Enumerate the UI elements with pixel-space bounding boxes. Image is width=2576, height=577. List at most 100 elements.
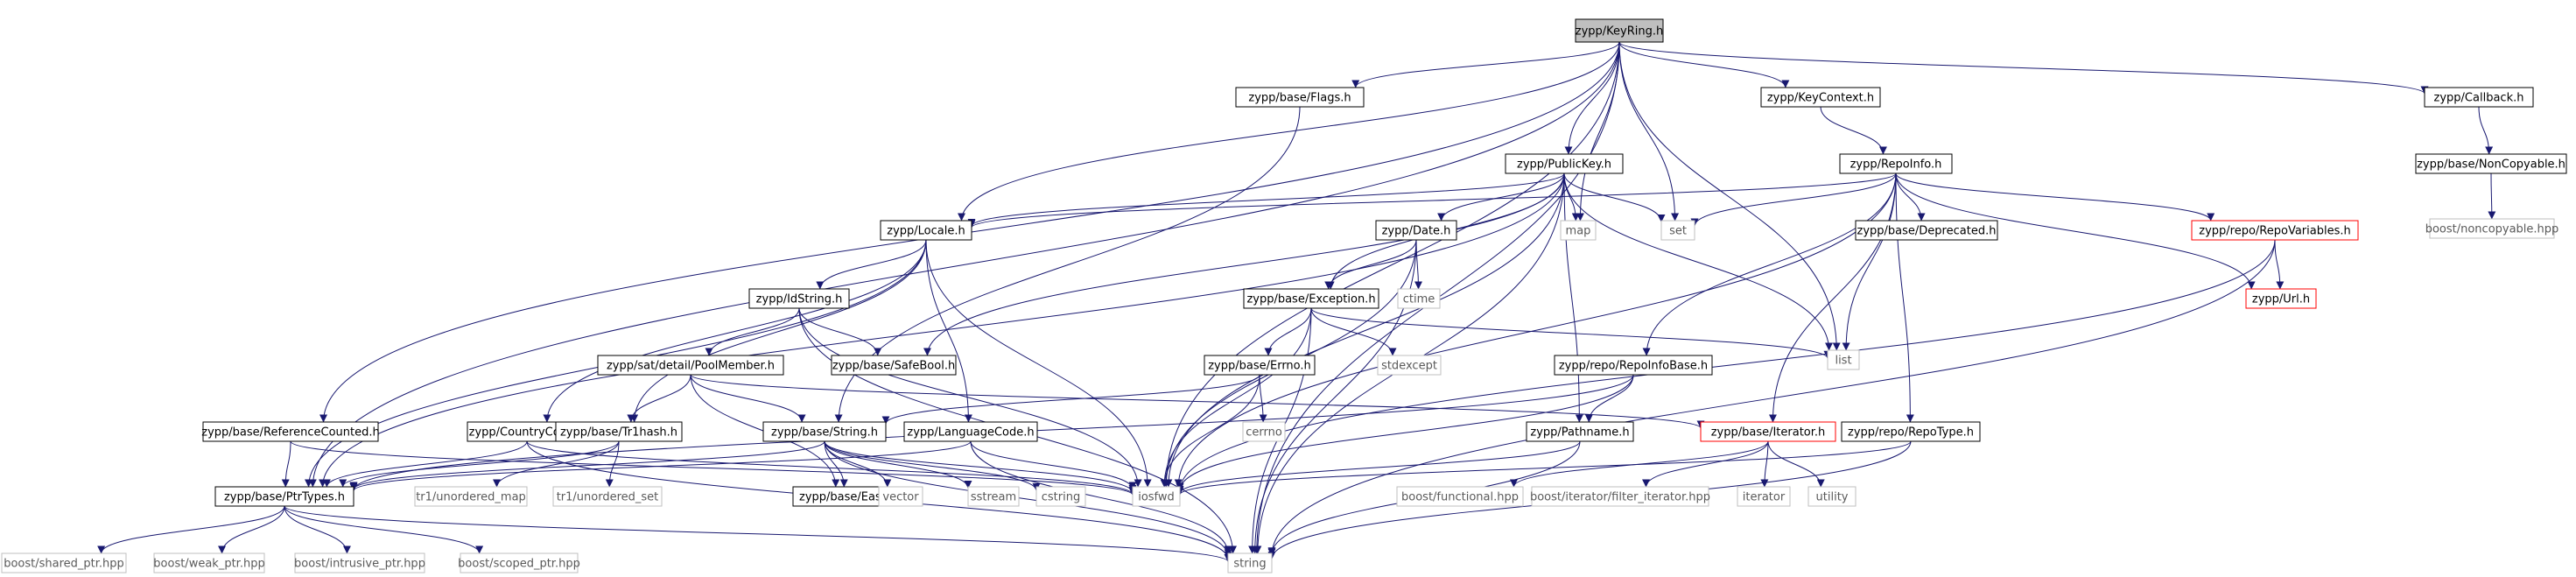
node-string_h-box — [762, 421, 887, 442]
node-keycontext[interactable]: zypp/KeyContext.h — [1760, 87, 1881, 108]
edge-repoinfo-to-locale — [967, 172, 1897, 229]
node-iterator-label: iterator — [1743, 491, 1786, 504]
node-errno[interactable]: zypp/base/Errno.h — [1204, 355, 1316, 376]
edge-publickey-to-safebool — [923, 172, 1565, 356]
node-set-label: set — [1669, 225, 1687, 238]
edge-pathname-to-iosfwd — [1176, 440, 1581, 494]
node-repoinfobase-box — [1554, 355, 1713, 376]
edge-publickey-to-date — [1437, 172, 1565, 222]
node-exception-label: zypp/base/Exception.h — [1246, 293, 1375, 306]
node-safebool-box — [831, 355, 957, 376]
edge-idstring-to-poolmember — [705, 307, 800, 356]
node-idstring-box — [748, 288, 850, 309]
edge-refcounted-to-iosfwd — [290, 440, 1137, 496]
node-sstream-label: sstream — [971, 491, 1016, 504]
node-exception[interactable]: zypp/base/Exception.h — [1243, 288, 1379, 309]
node-ptrtypes[interactable]: zypp/base/PtrTypes.h — [214, 486, 354, 507]
node-languagecode[interactable]: zypp/LanguageCode.h — [903, 421, 1038, 442]
node-date[interactable]: zypp/Date.h — [1375, 220, 1457, 241]
edge-countrycode-to-ptrtypes — [322, 440, 528, 488]
node-idstring-label: zypp/IdString.h — [756, 293, 843, 306]
node-keyring[interactable]: zypp/KeyRing.h — [1575, 18, 1664, 43]
node-list: list — [1827, 349, 1860, 370]
node-callback-label: zypp/Callback.h — [2434, 92, 2524, 105]
node-intrusiveptr-box — [294, 552, 425, 573]
edge-repoinfo-to-url — [1895, 172, 2256, 290]
node-sharedptr-label: boost/shared_ptr.hpp — [4, 558, 124, 571]
edge-languagecode-to-ptrtypes — [349, 440, 972, 492]
node-iterator_h[interactable]: zypp/base/Iterator.h — [1700, 421, 1836, 442]
node-string_h[interactable]: zypp/base/String.h — [762, 421, 887, 442]
node-utility: utility — [1807, 486, 1857, 507]
edge-repoinfobase-to-iosfwd — [1176, 374, 1634, 491]
edge-countrycode-to-iosfwd — [526, 440, 1137, 496]
node-repoinfo[interactable]: zypp/RepoInfo.h — [1839, 153, 1953, 174]
nodes-layer: zypp/KeyRing.h zypp/base/Flags.h zypp/KeyC… — [1, 18, 2567, 573]
edge-string_h-to-iosfwd — [824, 440, 1137, 493]
edge-publickey-to-ptrtypes — [319, 172, 1565, 488]
edge-poolmember-to-iterator_h — [690, 374, 1705, 429]
edge-repoinfo-to-iosfwd — [1174, 172, 1897, 488]
node-tr1hash-label: zypp/base/Tr1hash.h — [560, 426, 677, 440]
node-tr1umap: tr1/unordered_map — [414, 486, 528, 507]
node-noncopyable[interactable]: zypp/base/NonCopyable.h — [2415, 153, 2567, 174]
node-publickey[interactable]: zypp/PublicKey.h — [1505, 153, 1624, 174]
node-callback[interactable]: zypp/Callback.h — [2424, 87, 2534, 108]
node-string-label: string — [1233, 558, 1266, 571]
node-repovariables[interactable]: zypp/repo/RepoVariables.h — [2191, 220, 2359, 241]
edge-date-to-string — [1251, 239, 1417, 554]
edge-keycontext-to-repoinfo — [1820, 106, 1887, 155]
node-safebool-label: zypp/base/SafeBool.h — [832, 360, 955, 373]
node-repotype[interactable]: zypp/repo/RepoType.h — [1841, 421, 1981, 442]
edge-tr1hash-to-tr1umap — [493, 440, 620, 488]
node-repovariables-label: zypp/repo/RepoVariables.h — [2199, 225, 2350, 238]
node-string-box — [1227, 552, 1273, 573]
edge-publickey-to-list — [1563, 172, 1834, 351]
node-poolmember[interactable]: zypp/sat/detail/PoolMember.h — [597, 355, 784, 376]
node-boostfunctional-box — [1396, 486, 1524, 507]
node-deprecated-box — [1855, 220, 1998, 241]
node-list-label: list — [1835, 355, 1851, 368]
edge-string_h-to-sstream — [824, 440, 972, 489]
edge-repoinfo-to-repovariables — [1895, 172, 2215, 222]
edge-callback-to-noncopyable — [2478, 106, 2494, 155]
node-deprecated[interactable]: zypp/base/Deprecated.h — [1855, 220, 1998, 241]
node-refcounted[interactable]: zypp/base/ReferenceCounted.h — [201, 421, 380, 442]
node-date-label: zypp/Date.h — [1382, 225, 1451, 238]
node-vector-label: vector — [882, 491, 919, 504]
node-poolmember-label: zypp/sat/detail/PoolMember.h — [607, 360, 775, 373]
edge-exception-to-stdexcept — [1310, 307, 1397, 356]
node-iterator_h-label: zypp/base/Iterator.h — [1711, 426, 1826, 440]
node-keycontext-label: zypp/KeyContext.h — [1767, 92, 1874, 105]
node-keycontext-box — [1760, 87, 1881, 108]
node-pathname[interactable]: zypp/Pathname.h — [1526, 421, 1634, 442]
edge-repotype-to-iosfwd — [1176, 440, 1912, 496]
node-tr1hash[interactable]: zypp/base/Tr1hash.h — [555, 421, 683, 442]
node-idstring[interactable]: zypp/IdString.h — [748, 288, 850, 309]
node-map-box — [1560, 220, 1597, 241]
node-flags[interactable]: zypp/base/Flags.h — [1235, 87, 1365, 108]
node-safebool[interactable]: zypp/base/SafeBool.h — [831, 355, 957, 376]
node-repoinfobase[interactable]: zypp/repo/RepoInfoBase.h — [1554, 355, 1713, 376]
node-publickey-box — [1505, 153, 1624, 174]
edge-exception-to-list — [1310, 307, 1832, 359]
edge-keyring-to-keycontext — [1618, 41, 1790, 88]
node-repoinfo-box — [1839, 153, 1953, 174]
edges-layer — [97, 41, 2496, 562]
node-boostfunctional: boost/functional.hpp — [1396, 486, 1524, 507]
edge-idstring-to-safebool — [798, 307, 882, 356]
node-utility-label: utility — [1816, 491, 1849, 504]
node-stdexcept-box — [1377, 355, 1442, 376]
node-weakptr-box — [153, 552, 265, 573]
edge-poolmember-to-tr1hash — [627, 374, 691, 423]
node-set: set — [1660, 220, 1695, 241]
edge-iterator_h-to-boostfilter — [1642, 440, 1769, 488]
edge-string_h-to-easy — [824, 440, 848, 488]
edge-iterator_h-to-iterator — [1760, 440, 1769, 488]
node-list-box — [1827, 349, 1860, 370]
node-url[interactable]: zypp/Url.h — [2245, 288, 2317, 309]
edge-locale-to-languagecode — [925, 239, 972, 423]
node-locale[interactable]: zypp/Locale.h — [880, 220, 972, 241]
node-sharedptr-box — [1, 552, 127, 573]
node-boostfilter-box — [1531, 486, 1709, 507]
